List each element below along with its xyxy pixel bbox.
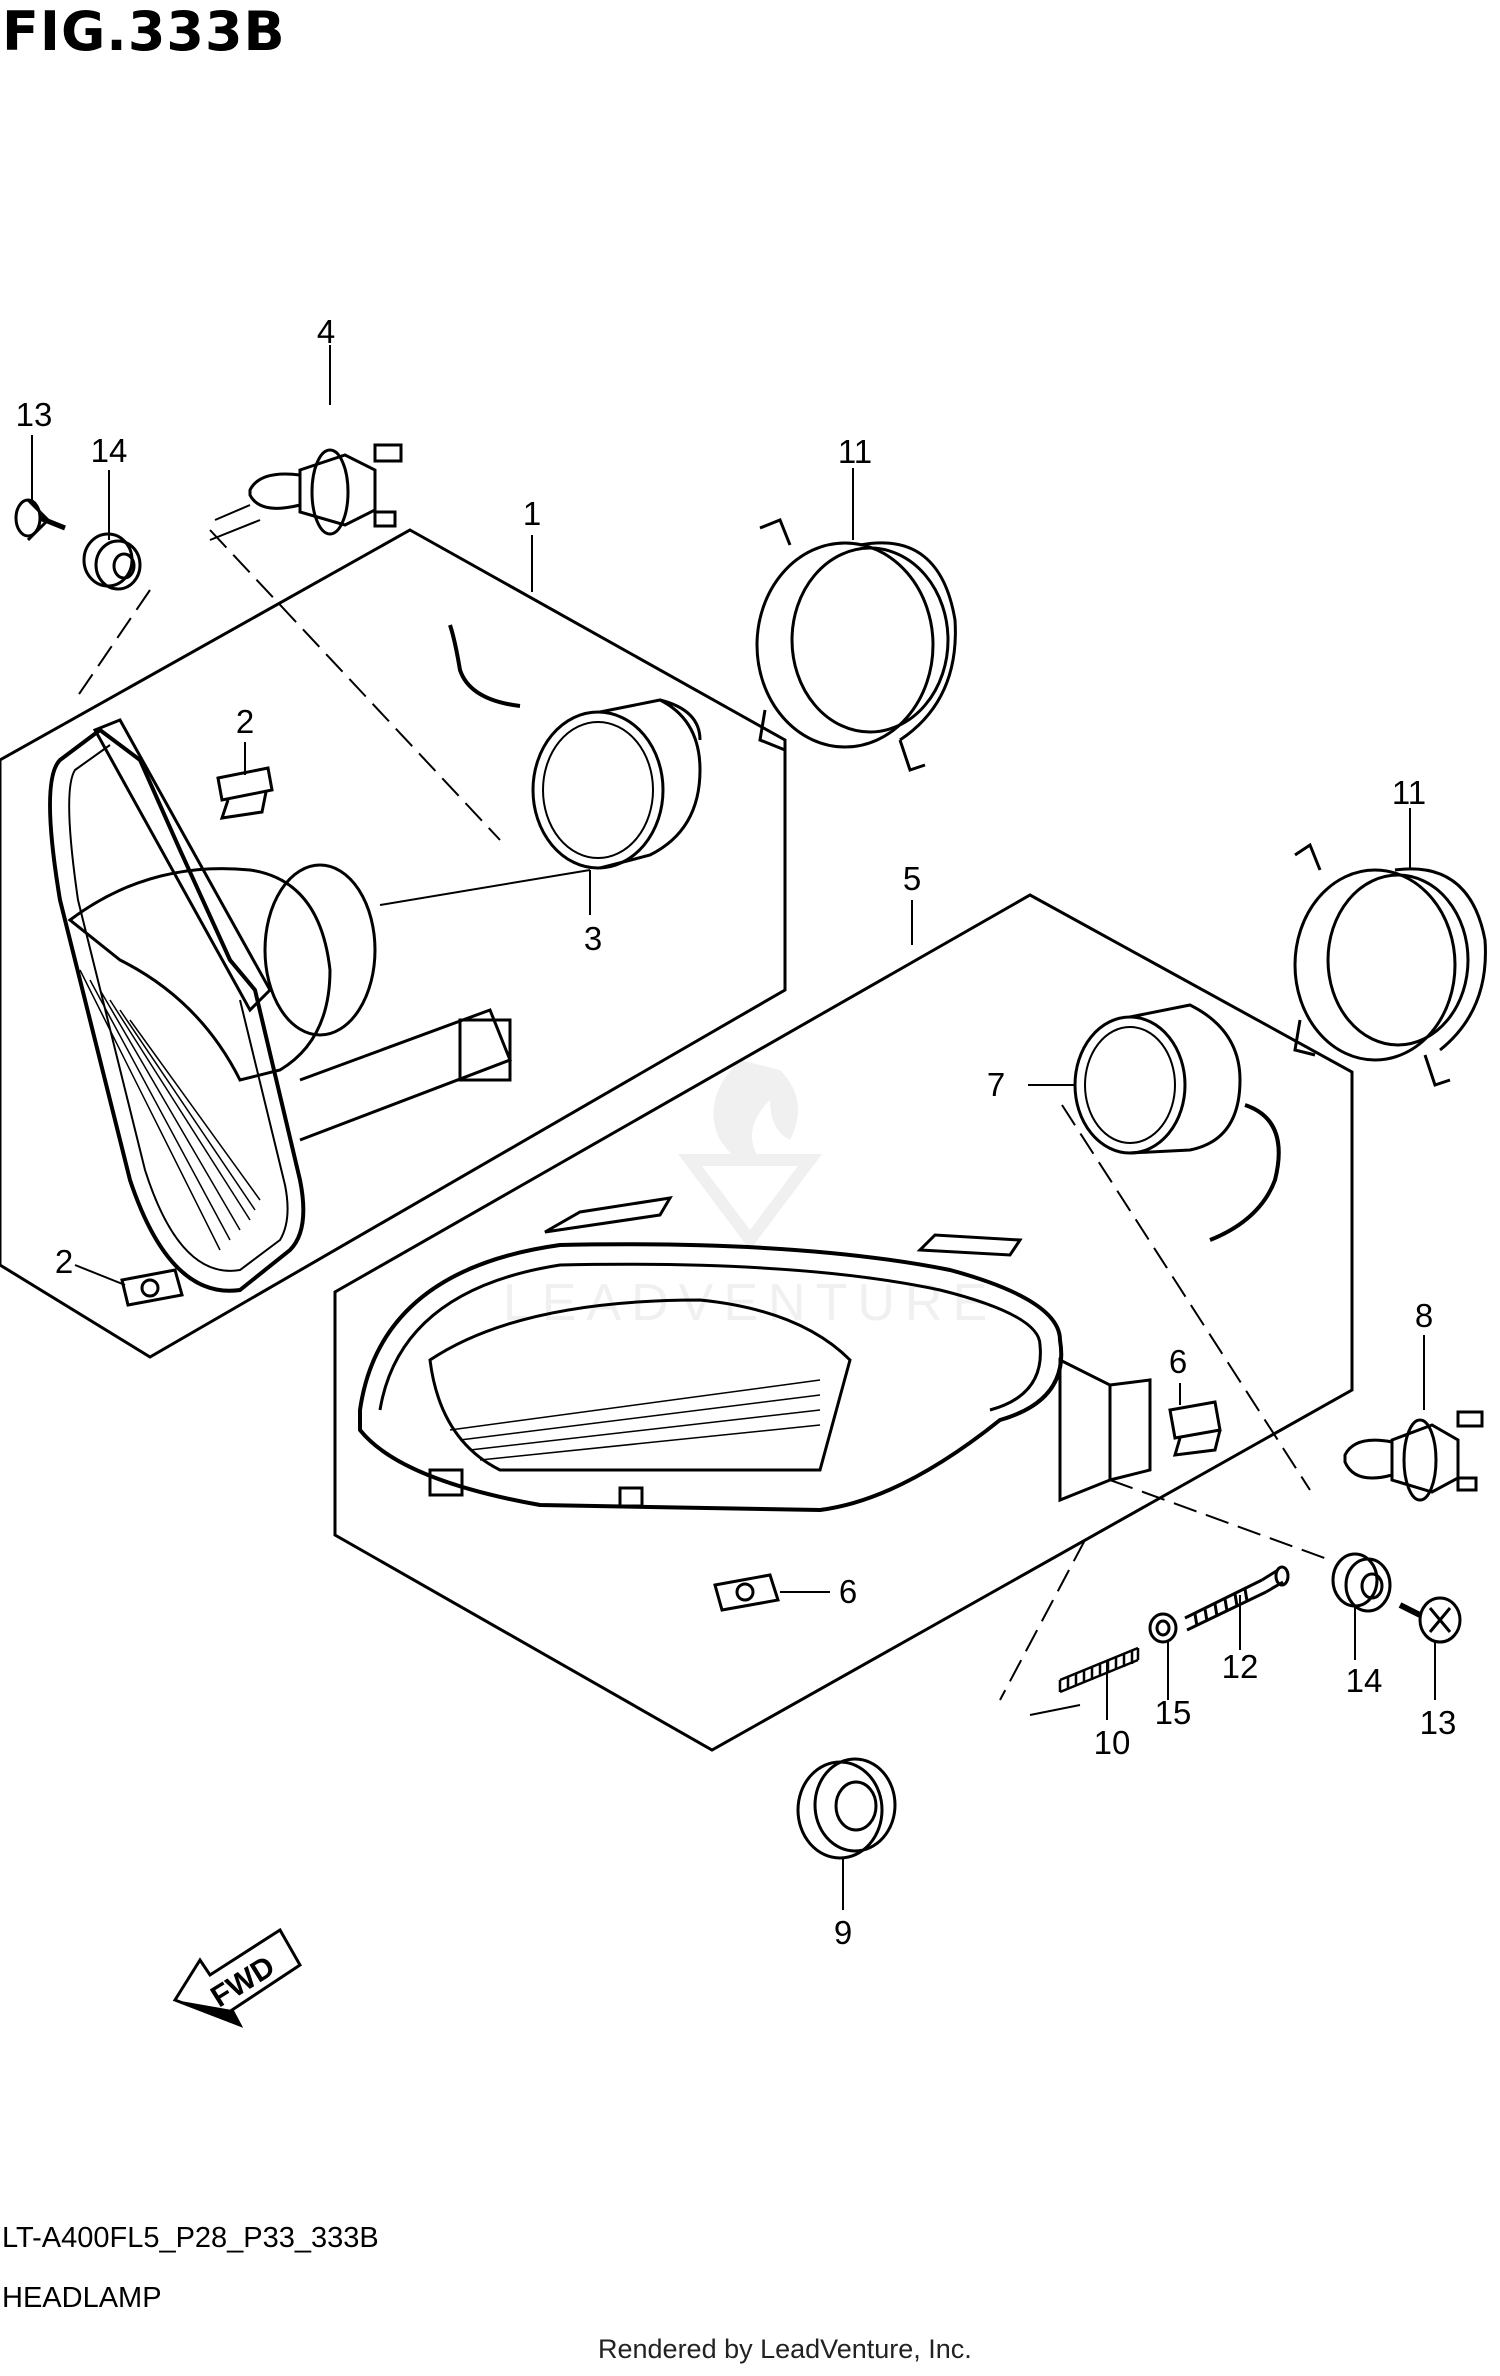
callout-7: 7 bbox=[987, 1066, 1005, 1103]
assembly-1-frame bbox=[0, 528, 787, 1359]
bulb-4 bbox=[209, 443, 403, 541]
callout-2-upper: 2 bbox=[236, 703, 254, 740]
callout-12: 12 bbox=[1222, 1648, 1259, 1685]
diagram-code: LT-A400FL5_P28_P33_333B bbox=[2, 2222, 379, 2254]
callout-11-upper: 11 bbox=[838, 433, 872, 470]
bulb-socket-3 bbox=[448, 624, 702, 870]
callout-8: 8 bbox=[1415, 1297, 1433, 1334]
render-credit: Rendered by LeadVenture, Inc. bbox=[598, 2334, 972, 2364]
callout-2-lower: 2 bbox=[55, 1243, 73, 1280]
grommet-14-right bbox=[1331, 1552, 1392, 1613]
bolt-13-left bbox=[14, 498, 66, 542]
callout-10: 10 bbox=[1094, 1724, 1131, 1761]
callout-14-left: 14 bbox=[91, 432, 128, 469]
grommet-14-left bbox=[82, 532, 142, 591]
callout-3: 3 bbox=[584, 920, 602, 957]
clip-6-upper bbox=[1168, 1400, 1222, 1457]
callout-9: 9 bbox=[834, 1914, 852, 1951]
washer-15 bbox=[1148, 1612, 1178, 1644]
callout-11-lower: 11 bbox=[1392, 774, 1426, 811]
figure-title: FIG.333B bbox=[2, 0, 286, 63]
callout-6-upper: 6 bbox=[1169, 1343, 1187, 1380]
callout-13-left: 13 bbox=[16, 396, 53, 433]
adjusting-screw-12 bbox=[1184, 1565, 1290, 1632]
bulb-8 bbox=[1343, 1410, 1484, 1502]
callout-15: 15 bbox=[1155, 1694, 1192, 1731]
watermark-text: LEADVENTURE bbox=[503, 1274, 997, 1332]
callout-14-right: 14 bbox=[1346, 1662, 1383, 1699]
clip-6-lower bbox=[713, 1573, 780, 1612]
bulb-socket-7 bbox=[1073, 1003, 1281, 1242]
right-lens-housing bbox=[358, 1242, 1064, 1513]
grommet-9 bbox=[796, 1757, 897, 1860]
retaining-ring-11-upper bbox=[755, 518, 957, 772]
callout-labels: 1 2 2 3 4 5 6 6 7 8 9 10 11 11 12 13 13 … bbox=[16, 313, 1457, 1951]
retaining-ring-11-lower bbox=[1293, 842, 1487, 1087]
leadventure-watermark: LEADVENTURE bbox=[503, 1060, 997, 1332]
callout-1: 1 bbox=[523, 495, 541, 532]
leader-lines bbox=[31, 345, 1436, 1910]
left-lens-housing bbox=[48, 727, 306, 1293]
fwd-arrow-icon: FWD bbox=[172, 1927, 302, 2028]
callout-13-right: 13 bbox=[1420, 1704, 1457, 1741]
diagram-name: HEADLAMP bbox=[2, 2282, 162, 2314]
callout-6-lower: 6 bbox=[839, 1573, 857, 1610]
bolt-13-right bbox=[1398, 1596, 1462, 1644]
spring-10 bbox=[1058, 1646, 1140, 1694]
right-headlamp-assembly bbox=[333, 893, 1354, 1752]
callout-4: 4 bbox=[317, 313, 335, 350]
callout-5: 5 bbox=[903, 860, 921, 897]
clip-2-lower bbox=[120, 1268, 184, 1307]
clip-2-upper bbox=[216, 766, 274, 820]
assembly-5-frame bbox=[333, 893, 1354, 1752]
left-headlamp-assembly bbox=[0, 528, 787, 1359]
